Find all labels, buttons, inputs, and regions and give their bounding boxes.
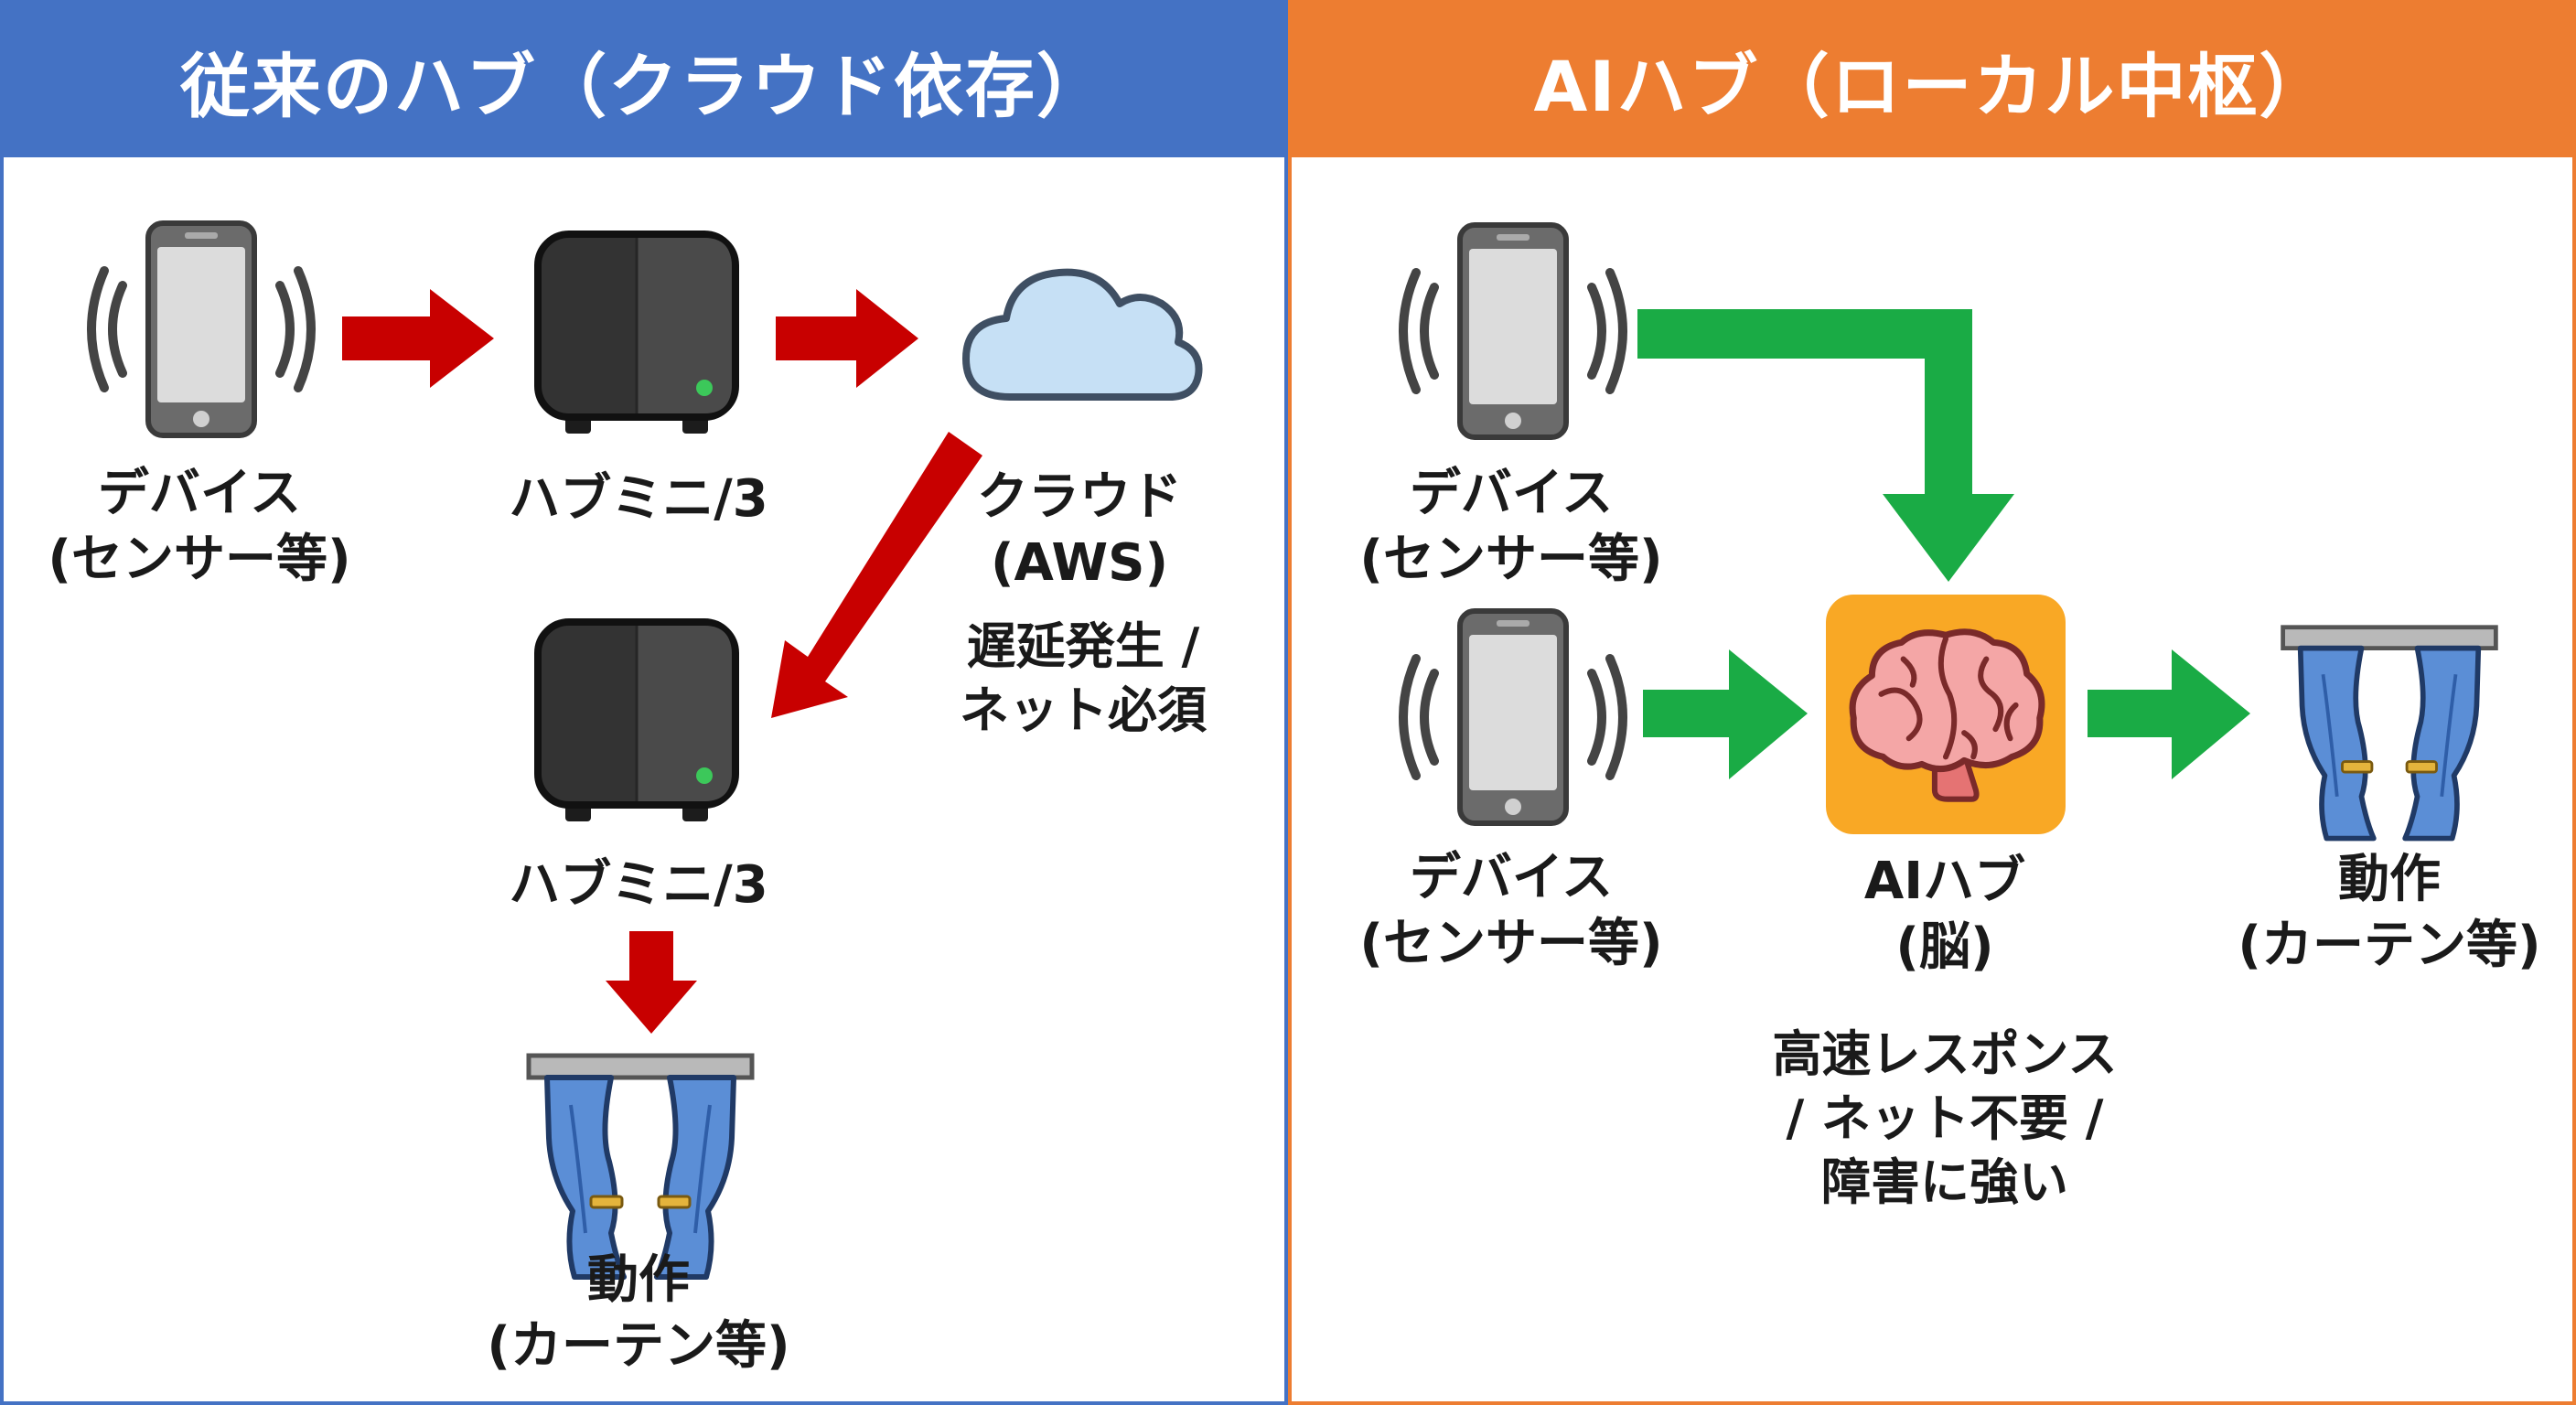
brain-icon <box>1826 595 2066 834</box>
device-name: デバイス <box>1409 464 1614 523</box>
note-line: 高速レスポンス <box>1772 1025 2118 1083</box>
note-line: 遅延発生 / <box>966 617 1200 675</box>
device-subtitle: (センサー等) <box>1359 530 1663 589</box>
label-cloud: クラウド (AWS) <box>977 465 1182 596</box>
hub-mini-icon <box>527 227 746 446</box>
label-device: デバイス (センサー等) <box>48 461 350 593</box>
action-name: 動作 <box>587 1250 690 1310</box>
smartphone-icon <box>82 220 320 439</box>
device-subtitle: (センサー等) <box>1359 914 1663 973</box>
note-line: 障害に強い <box>1820 1153 2068 1211</box>
smartphone-icon <box>1394 221 1632 441</box>
ai-hub-name: AIハブ <box>1863 852 2026 911</box>
note-ai-hub-benefits: 高速レスポンス / ネット不要 / 障害に強い <box>1773 1023 2118 1215</box>
ai-hub-subtitle: (脳) <box>1895 917 1994 977</box>
device-name: デバイス <box>1409 848 1614 907</box>
curtain-icon <box>2276 622 2503 849</box>
label-device-bottom: デバイス (センサー等) <box>1359 845 1662 977</box>
cloud-name: クラウド <box>977 467 1182 527</box>
cloud-icon <box>953 251 1209 415</box>
panel-title-right: AIハブ（ローカル中枢） <box>1292 4 2572 157</box>
device-subtitle: (センサー等) <box>48 530 351 589</box>
hub-bottom-name: ハブミニ/3 <box>509 855 768 915</box>
panel-title-left: 従来のハブ（クラウド依存） <box>4 4 1284 157</box>
label-ai-hub: AIハブ (脳) <box>1864 849 2025 981</box>
label-hub-bottom: ハブミニ/3 <box>509 853 767 918</box>
action-subtitle: (カーテン等) <box>487 1316 790 1376</box>
action-subtitle: (カーテン等) <box>2238 916 2541 975</box>
label-device-top: デバイス (センサー等) <box>1359 461 1662 593</box>
note-cloud-latency: 遅延発生 / ネット必須 <box>960 615 1207 743</box>
hub-mini-icon <box>527 615 746 834</box>
action-name: 動作 <box>2338 850 2441 909</box>
device-name: デバイス <box>97 464 302 523</box>
label-hub-top: ハブミニ/3 <box>509 467 767 532</box>
label-action-right: 動作 (カーテン等) <box>2238 847 2540 979</box>
label-action: 動作 (カーテン等) <box>487 1248 789 1379</box>
note-line: / ネット不要 / <box>1786 1089 2104 1147</box>
cloud-subtitle: (AWS) <box>990 533 1169 593</box>
smartphone-icon <box>1394 607 1632 827</box>
hub-top-name: ハブミニ/3 <box>509 469 768 529</box>
note-line: ネット必須 <box>960 681 1207 739</box>
